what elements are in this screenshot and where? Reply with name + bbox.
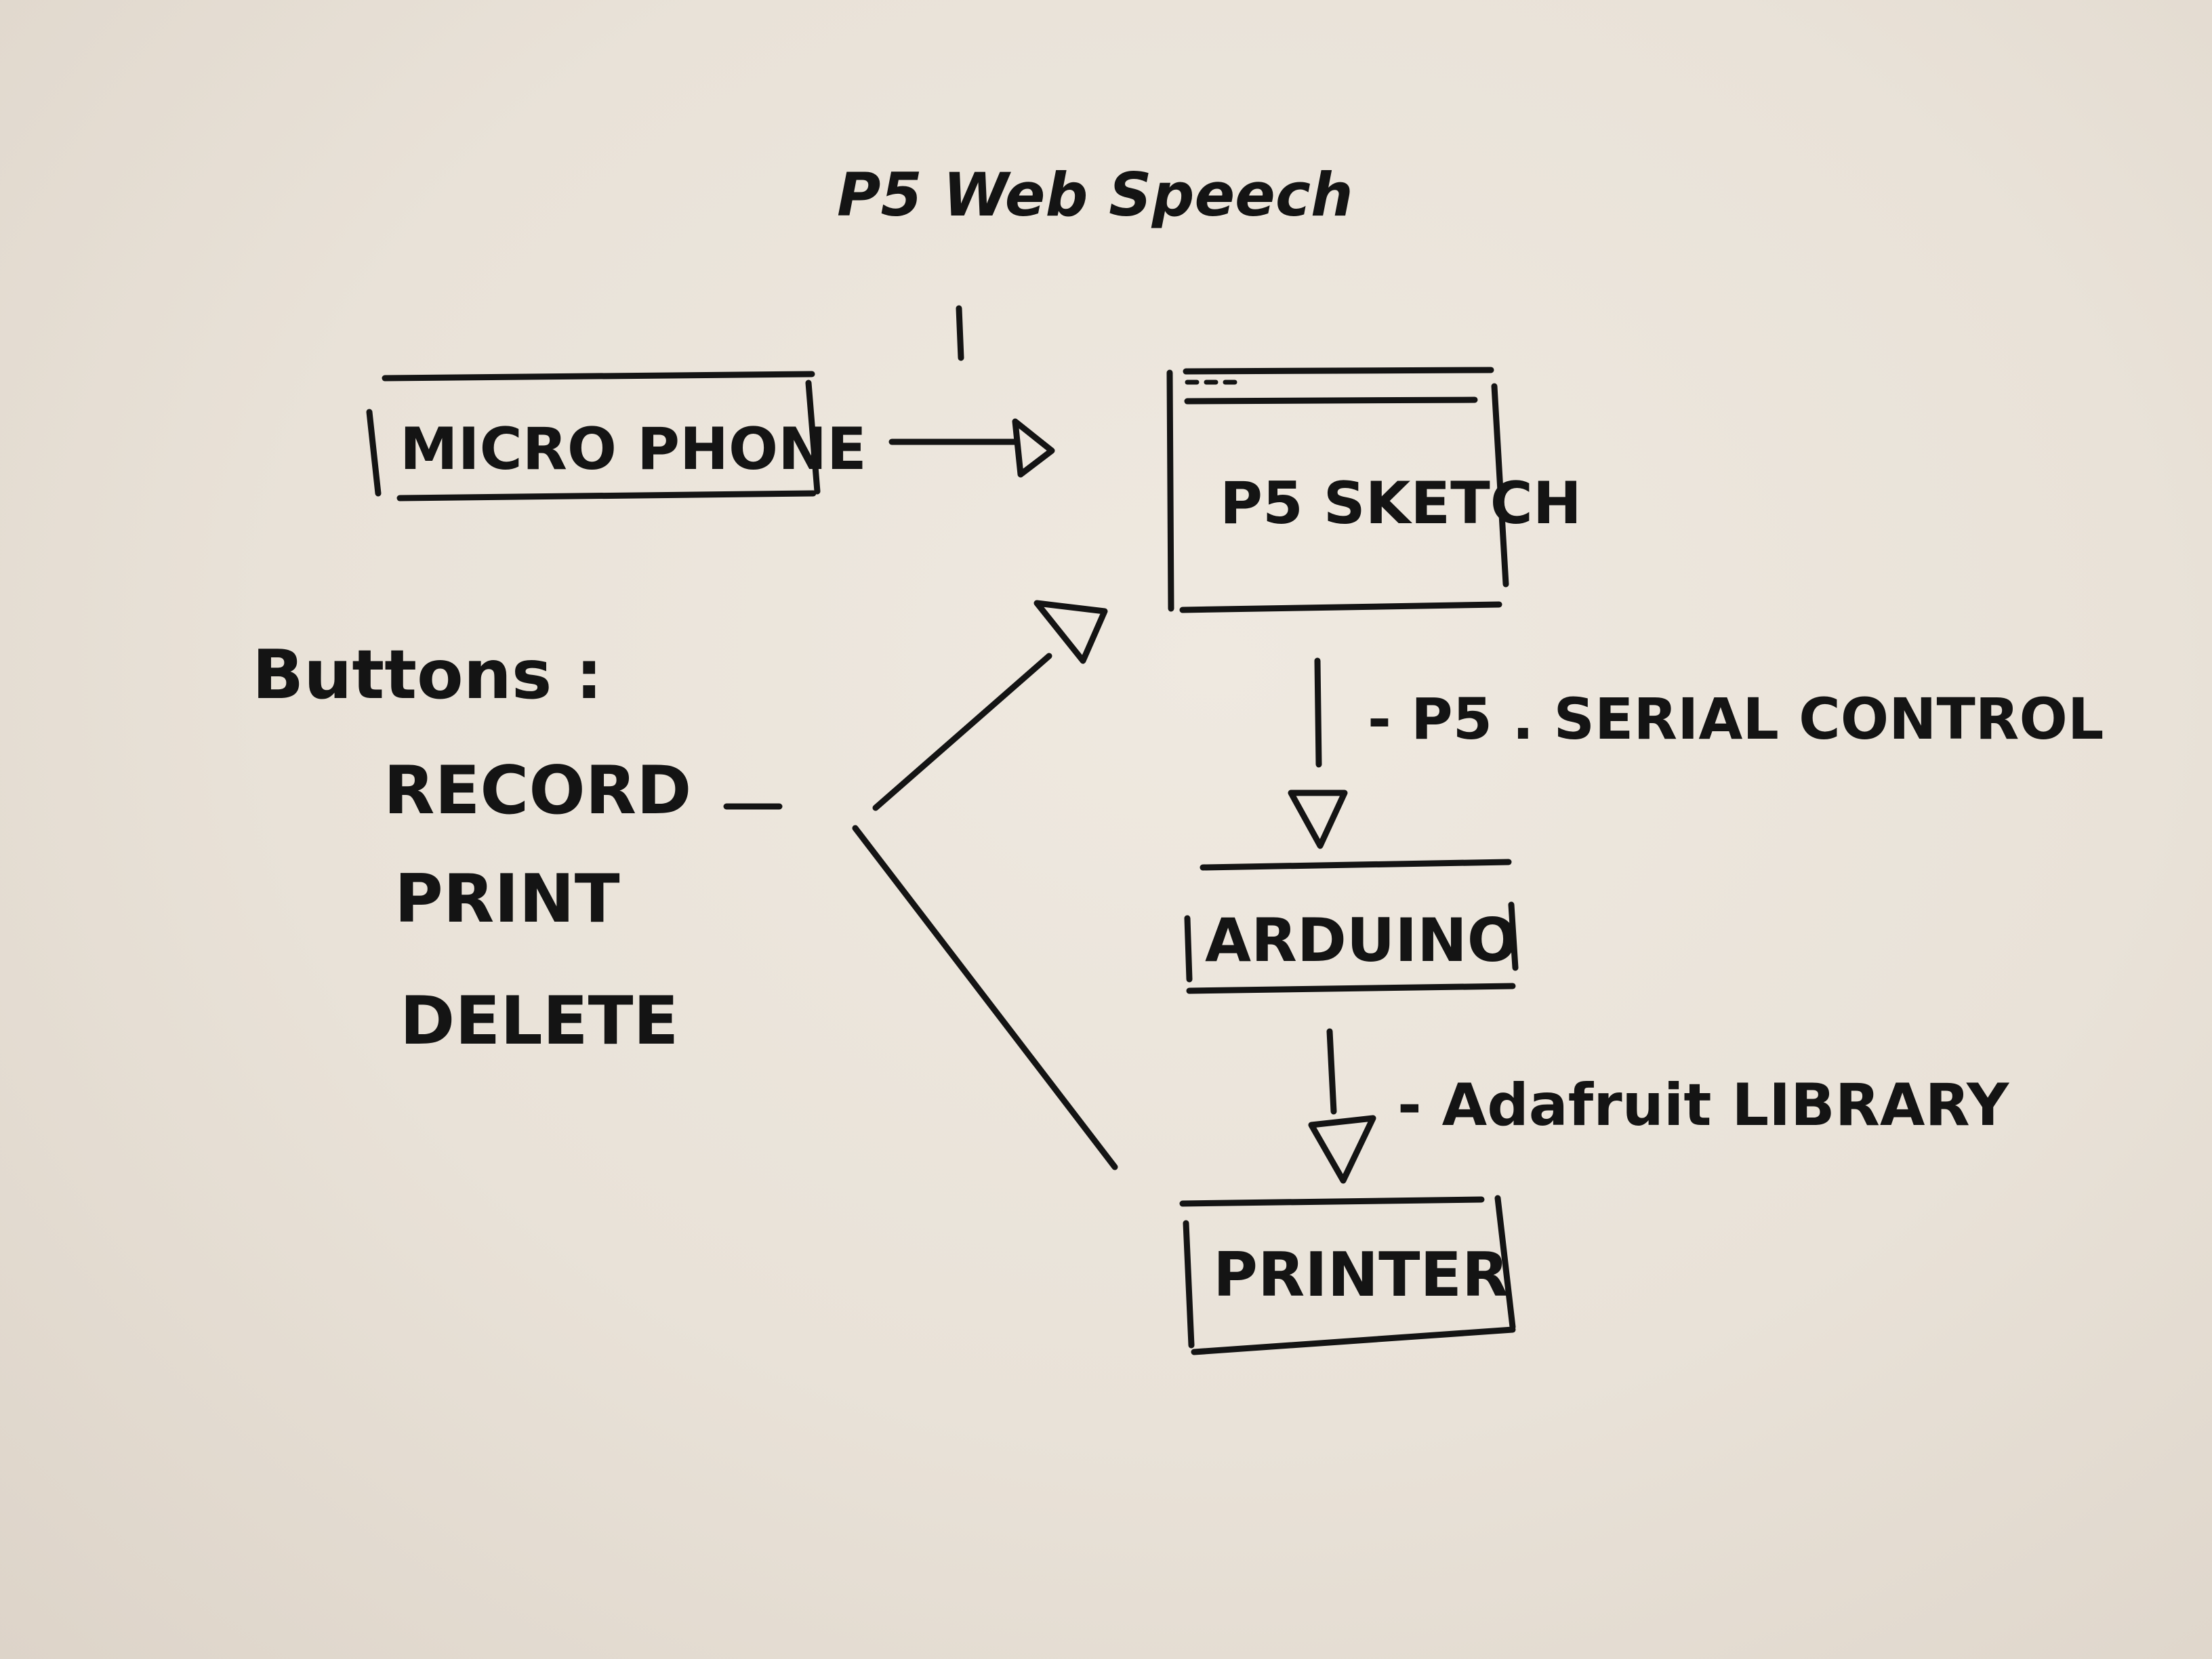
printer-node: PRINTER <box>1179 1195 1516 1355</box>
arduino-box <box>1184 859 1519 994</box>
button-delete: DELETE <box>400 983 678 1060</box>
printer-box <box>1179 1195 1516 1355</box>
p5-sketch-box <box>1166 367 1509 613</box>
buttons-heading: Buttons : <box>252 635 602 714</box>
adafruit-library-label: - Adafruit LIBRARY <box>1397 1071 2010 1139</box>
arrow-sketch-to-arduino <box>1288 657 1348 849</box>
microphone-label: MICRO PHONE <box>400 415 867 483</box>
p5-sketch-label: P5 SKETCH <box>1220 470 1582 537</box>
button-print: PRINT <box>394 861 620 938</box>
microphone-box <box>366 371 821 501</box>
microphone-node: MICRO PHONE <box>366 371 867 501</box>
serial-control-label: - P5 . SERIAL CONTROL <box>1368 686 2104 752</box>
arrow-mic-to-sketch <box>888 418 1055 478</box>
p5-sketch-node: P5 SKETCH <box>1166 367 1582 613</box>
arrow-arduino-to-printer <box>1308 1028 1376 1184</box>
printer-label: PRINTER <box>1213 1240 1509 1311</box>
web-speech-label: P5 Web Speech <box>837 160 1353 230</box>
arrow-buttons-to-sketch <box>872 600 1108 811</box>
button-record: RECORD <box>384 752 691 830</box>
arduino-node: ARDUINO <box>1184 859 1519 994</box>
arduino-label: ARDUINO <box>1205 905 1518 975</box>
line-buttons-to-printer <box>852 825 1118 1170</box>
web-speech-connector <box>956 305 964 361</box>
